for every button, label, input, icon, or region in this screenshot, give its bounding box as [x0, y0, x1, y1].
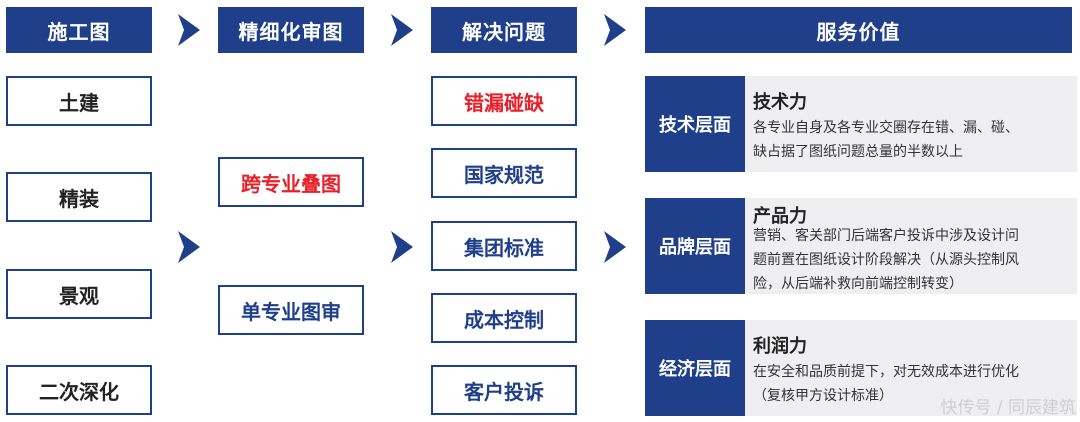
value-description: 在安全和品质前提下，对无效成本进行优化 （复核甲方设计标准） [753, 364, 1019, 404]
item-cross-discipline-overlay: 跨专业叠图 [218, 157, 364, 207]
value-title: 产品力 [753, 206, 807, 227]
item-civil-works: 土建 [6, 76, 152, 126]
watermark: 快传号 / 同辰建筑 [940, 398, 1076, 418]
item-cost-control: 成本控制 [431, 293, 577, 343]
value-description: 营销、客关部门后端客户投诉中涉及设计问 题前置在图纸设计阶段解决（从源头控制风 … [753, 228, 1019, 292]
item-landscape: 景观 [6, 269, 152, 319]
item-interior-finishing: 精装 [6, 172, 152, 222]
chevron-right-icon [391, 231, 413, 263]
item-customer-complaints: 客户投诉 [431, 365, 577, 415]
chevron-right-icon [178, 231, 200, 263]
header-refined-review: 精细化审图 [218, 7, 364, 53]
item-national-codes: 国家规范 [431, 148, 577, 198]
item-group-standards: 集团标准 [431, 221, 577, 271]
header-construction-drawings: 施工图 [6, 7, 152, 53]
chevron-right-icon [391, 14, 413, 46]
chevron-right-icon [604, 231, 626, 263]
value-title: 技术力 [753, 92, 807, 113]
header-problems-solved: 解决问题 [431, 7, 577, 53]
value-tag: 品牌层面 [645, 198, 745, 294]
value-tag: 经济层面 [645, 320, 745, 416]
item-errors-omissions-clashes: 错漏碰缺 [431, 76, 577, 126]
value-panel-technical: 技术层面 技术力 各专业自身及各专业交圈存在错、漏、碰、 缺占据了图纸问题总量的… [645, 76, 1077, 172]
value-tag: 技术层面 [645, 76, 745, 172]
value-panel-brand: 品牌层面 产品力 营销、客关部门后端客户投诉中涉及设计问 题前置在图纸设计阶段解… [645, 198, 1077, 294]
item-single-discipline-review: 单专业图审 [218, 285, 364, 335]
chevron-right-icon [604, 14, 626, 46]
header-service-value: 服务价值 [645, 7, 1072, 53]
value-title: 利润力 [753, 336, 807, 357]
chevron-right-icon [178, 14, 200, 46]
item-secondary-detailing: 二次深化 [6, 365, 152, 415]
value-panel-economic: 经济层面 利润力 在安全和品质前提下，对无效成本进行优化 （复核甲方设计标准） [645, 320, 1077, 416]
value-description: 各专业自身及各专业交圈存在错、漏、碰、 缺占据了图纸问题总量的半数以上 [753, 120, 1019, 160]
